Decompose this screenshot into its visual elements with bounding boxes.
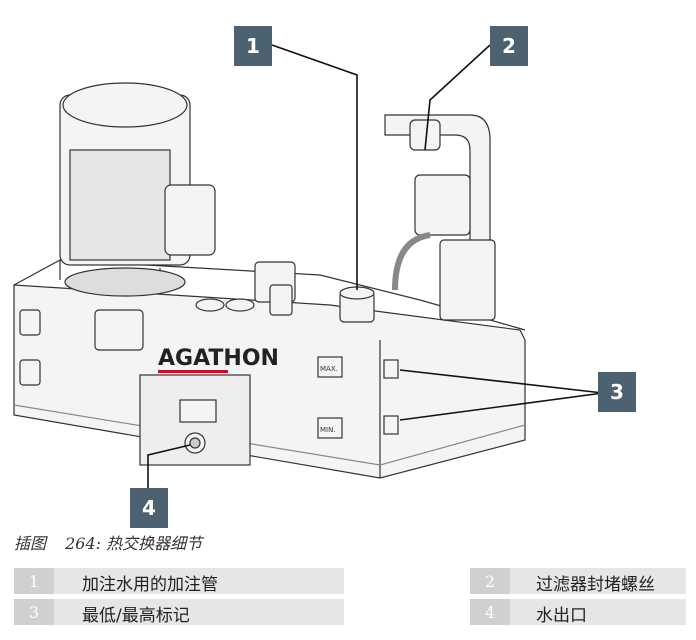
leader-1 [271,44,358,290]
figure-caption: 插图 264: 热交换器细节 [14,530,202,554]
callout-3: 3 [598,372,636,412]
legend-number: 1 [14,568,54,594]
legend-text: 过滤器封堵螺丝 [536,575,655,595]
leader-3a [399,369,604,394]
legend-text: 最低/最高标记 [82,606,190,626]
legend-number: 4 [470,599,510,625]
callout-1: 1 [234,26,272,66]
brand-logo: AGATHON [158,346,279,371]
motor-top [62,82,188,128]
leader-2 [424,44,491,151]
leader-4 [147,444,191,490]
legend-number: 2 [470,568,510,594]
legend-text: 水出口 [536,606,587,626]
caption-prefix: 插图 [14,534,47,553]
legend-row-1: 1 加注水用的加注管 [14,568,344,595]
terminal-box [164,184,216,256]
callout-2: 2 [490,26,528,66]
min-label: MIN. [320,426,336,434]
caption-title: 热交换器细节 [106,534,203,553]
cable-plug [94,309,144,351]
heat-exchanger-drawing: AGATHON MAX. MIN. [13,44,604,490]
callout-4: 4 [130,488,168,528]
heat-exchanger-figure: AGATHON MAX. MIN. 1 2 3 4 [13,26,636,528]
leader-3b [399,392,604,421]
legend-text: 加注水用的加注管 [82,575,218,595]
legend-number: 3 [14,599,54,625]
legend-row-3: 3 最低/最高标记 [14,599,344,626]
brand-underline [158,370,228,373]
legend-row-2: 2 过滤器封堵螺丝 [470,568,686,595]
caption-number: 264: [65,534,102,553]
legend-row-4: 4 水出口 [470,599,686,626]
max-label: MAX. [320,365,338,373]
